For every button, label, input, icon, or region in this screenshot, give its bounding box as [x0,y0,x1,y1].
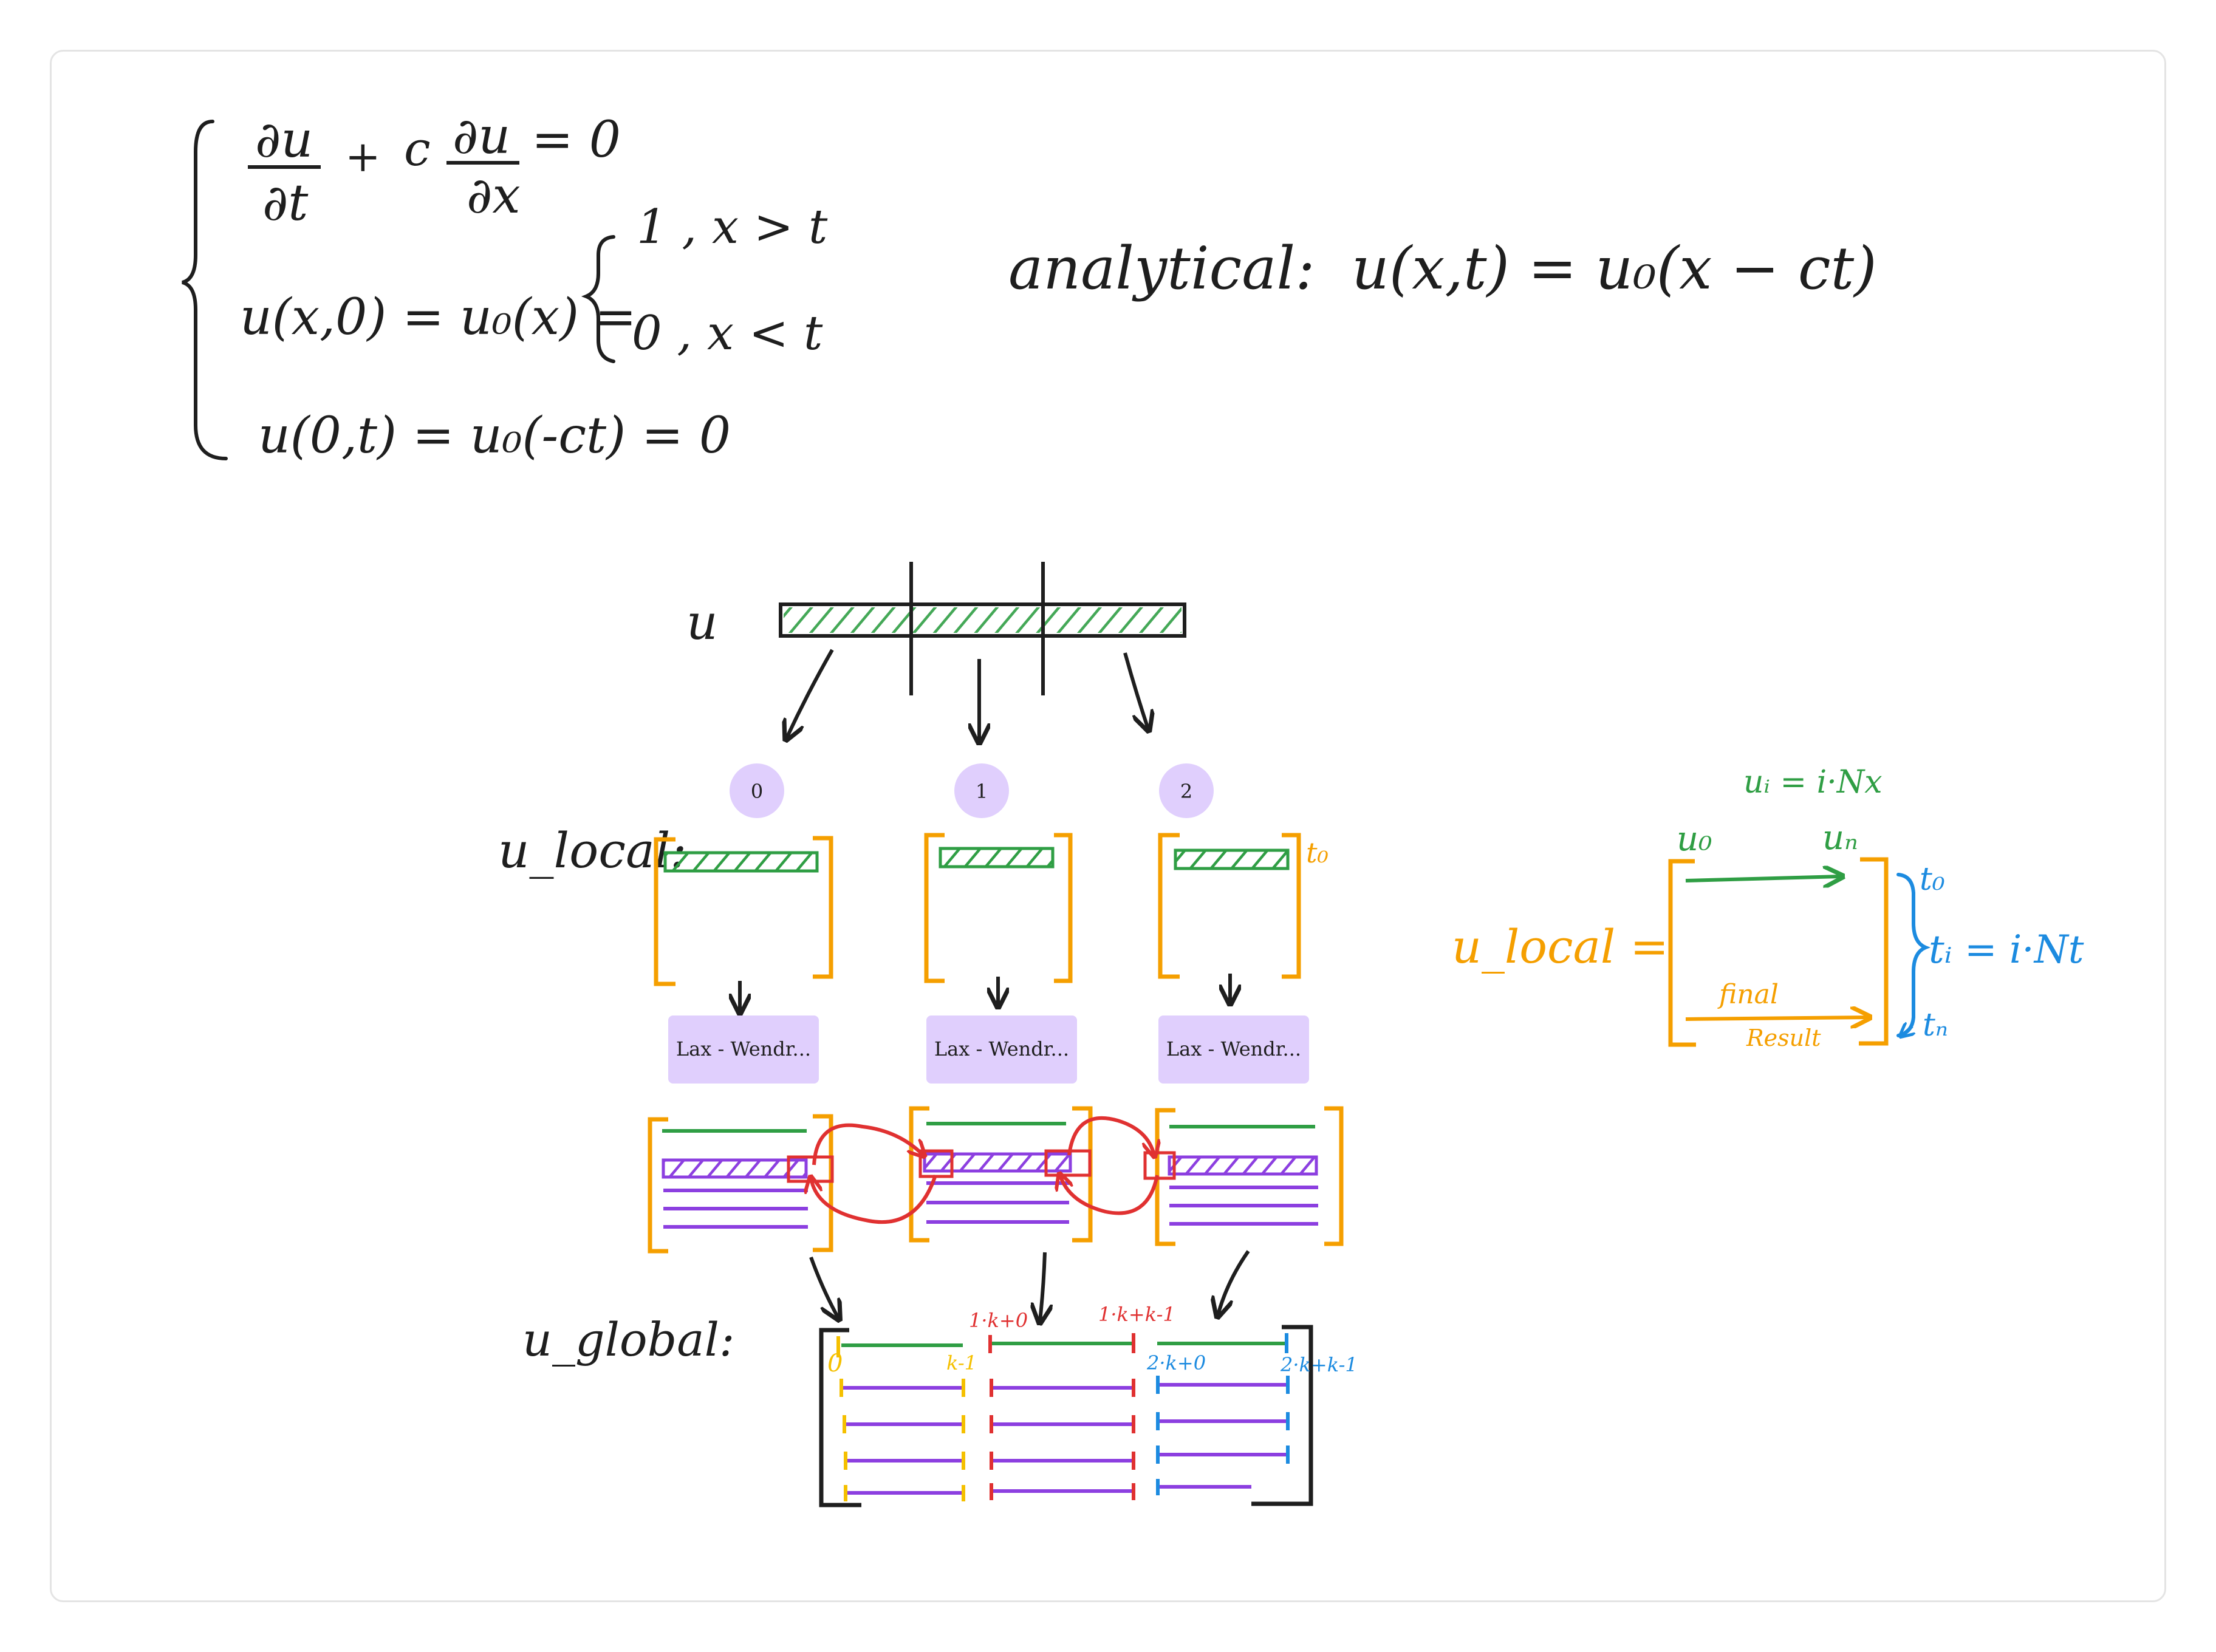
legend-u-local: uᵢ = i·Nx u₀ uₙ u_local = final Result t… [1452,764,2084,1051]
analytical-label: analytical: [1008,234,1315,302]
solver-label: Lax - Wendr... [934,1037,1069,1060]
bracket-left [909,1106,929,1243]
global-matrix: u_global: [522,1303,1358,1507]
row-current [662,1158,808,1179]
gather-arrow [809,1256,838,1318]
index-2k-0: 2·k+0 [1146,1351,1206,1374]
dudx-denominator: ∂x [467,167,521,225]
row-current [1168,1155,1318,1176]
lax-wendroff-node-0[interactable]: Lax - Wendr... [668,1015,819,1084]
index-2k-k-1: 2·k+k-1 [1280,1353,1358,1376]
ui-formula: uᵢ = i·Nx [1743,764,1883,800]
brace-end-arrow [1901,1026,1912,1036]
piecewise-brace [581,235,615,363]
bracket-right [1054,833,1073,983]
halo-exchange-arrow [811,1175,937,1224]
halo-exchange-arrow [812,1123,923,1166]
dudt-denominator: ∂t [262,174,309,232]
halo-exchange-arrow [1060,1175,1159,1215]
index-zero: 0 [827,1350,843,1377]
solver-label: Lax - Wendr... [676,1037,811,1060]
u-local-eq: u_local = [1452,920,1669,974]
u0-label: u₀ [1677,819,1712,859]
computed-matrices [648,1106,1344,1321]
process-node-0[interactable]: 0 [730,763,784,818]
bracket-left [648,1117,668,1254]
coef-c: c [404,122,431,177]
bracket-right [813,1114,833,1252]
gather-arrow [1040,1252,1045,1321]
initial-row [663,851,819,873]
ti-formula: tᵢ = i·Nt [1929,927,2084,972]
equation-system: ∂u ∂t + c ∂u ∂x = 0 u(x,0) = u₀(x) = 1 ,… [182,108,1877,465]
bracket-right [1324,1106,1344,1246]
segment-0-rows [836,1336,965,1501]
halo-exchange-arrow [1067,1116,1154,1155]
bracket-right [1251,1325,1313,1506]
time-brace [1896,873,1931,1037]
domain-array: u [686,562,1186,741]
time-arrow [1685,1017,1868,1019]
system-brace [182,120,228,460]
gather-arrow [1218,1250,1250,1315]
index-k-minus-1: k-1 [946,1351,977,1374]
segment-1-rows [988,1333,1135,1500]
segment-2-rows [1156,1333,1290,1495]
final-label: final [1717,979,1779,1010]
process-node-2[interactable]: 2 [1159,763,1214,818]
bracket-left [1668,859,1696,1047]
domain-bar-fill [784,607,1182,633]
index-1k-0: 1·k+0 [969,1309,1028,1332]
local-matrices: u_local: t₀ [498,822,1329,1011]
scatter-arrow [1123,652,1148,729]
dudt-numerator: ∂u [255,111,313,169]
initial-row [1174,848,1290,870]
domain-bar [779,602,1186,638]
bracket-left [654,837,675,986]
initial-row [939,847,1055,869]
time-marker-t0: t₀ [1306,836,1329,869]
bracket-right [813,836,833,979]
scatter-arrow [787,649,834,738]
lax-wendroff-node-2[interactable]: Lax - Wendr... [1158,1015,1309,1084]
ic-case-2: 0 , x < t [632,306,823,361]
bracket-left [819,1328,861,1507]
domain-label-u: u [686,594,718,650]
result-label: Result [1746,1025,1821,1051]
u-local-label: u_local: [498,822,686,879]
bracket-left [1158,833,1180,979]
solver-nodes: Lax - Wendr... Lax - Wendr... Lax - Wend… [668,1015,1309,1084]
process-nodes: 0 1 2 [730,763,1214,818]
ic-case-1: 1 , x > t [637,200,828,254]
t0-label: t₀ [1920,861,1945,898]
process-label: 1 [976,780,988,803]
u-global-label: u_global: [522,1312,735,1367]
plus-sign: + [345,132,381,182]
equals-zero: = 0 [532,111,621,169]
space-arrow [1685,876,1841,881]
process-node-1[interactable]: 1 [954,763,1009,818]
dudx-numerator: ∂u [453,108,510,165]
process-label: 2 [1180,780,1192,803]
index-1k-k-1: 1·k+k-1 [1098,1303,1175,1326]
lax-wendroff-node-1[interactable]: Lax - Wendr... [926,1015,1077,1084]
process-label: 0 [751,780,763,803]
bracket-right [1859,857,1889,1046]
analytical-formula: u(x,t) = u₀(x − ct) [1352,234,1877,302]
bracket-left [924,833,945,983]
tn-label: tₙ [1923,1007,1948,1043]
initial-condition-lhs: u(x,0) = u₀(x) = [240,288,637,346]
solver-label: Lax - Wendr... [1166,1037,1301,1060]
un-label: uₙ [1822,818,1858,858]
bracket-right [1282,833,1301,979]
boundary-condition: u(0,t) = u₀(-ct) = 0 [258,407,731,465]
row-current [923,1152,1072,1173]
